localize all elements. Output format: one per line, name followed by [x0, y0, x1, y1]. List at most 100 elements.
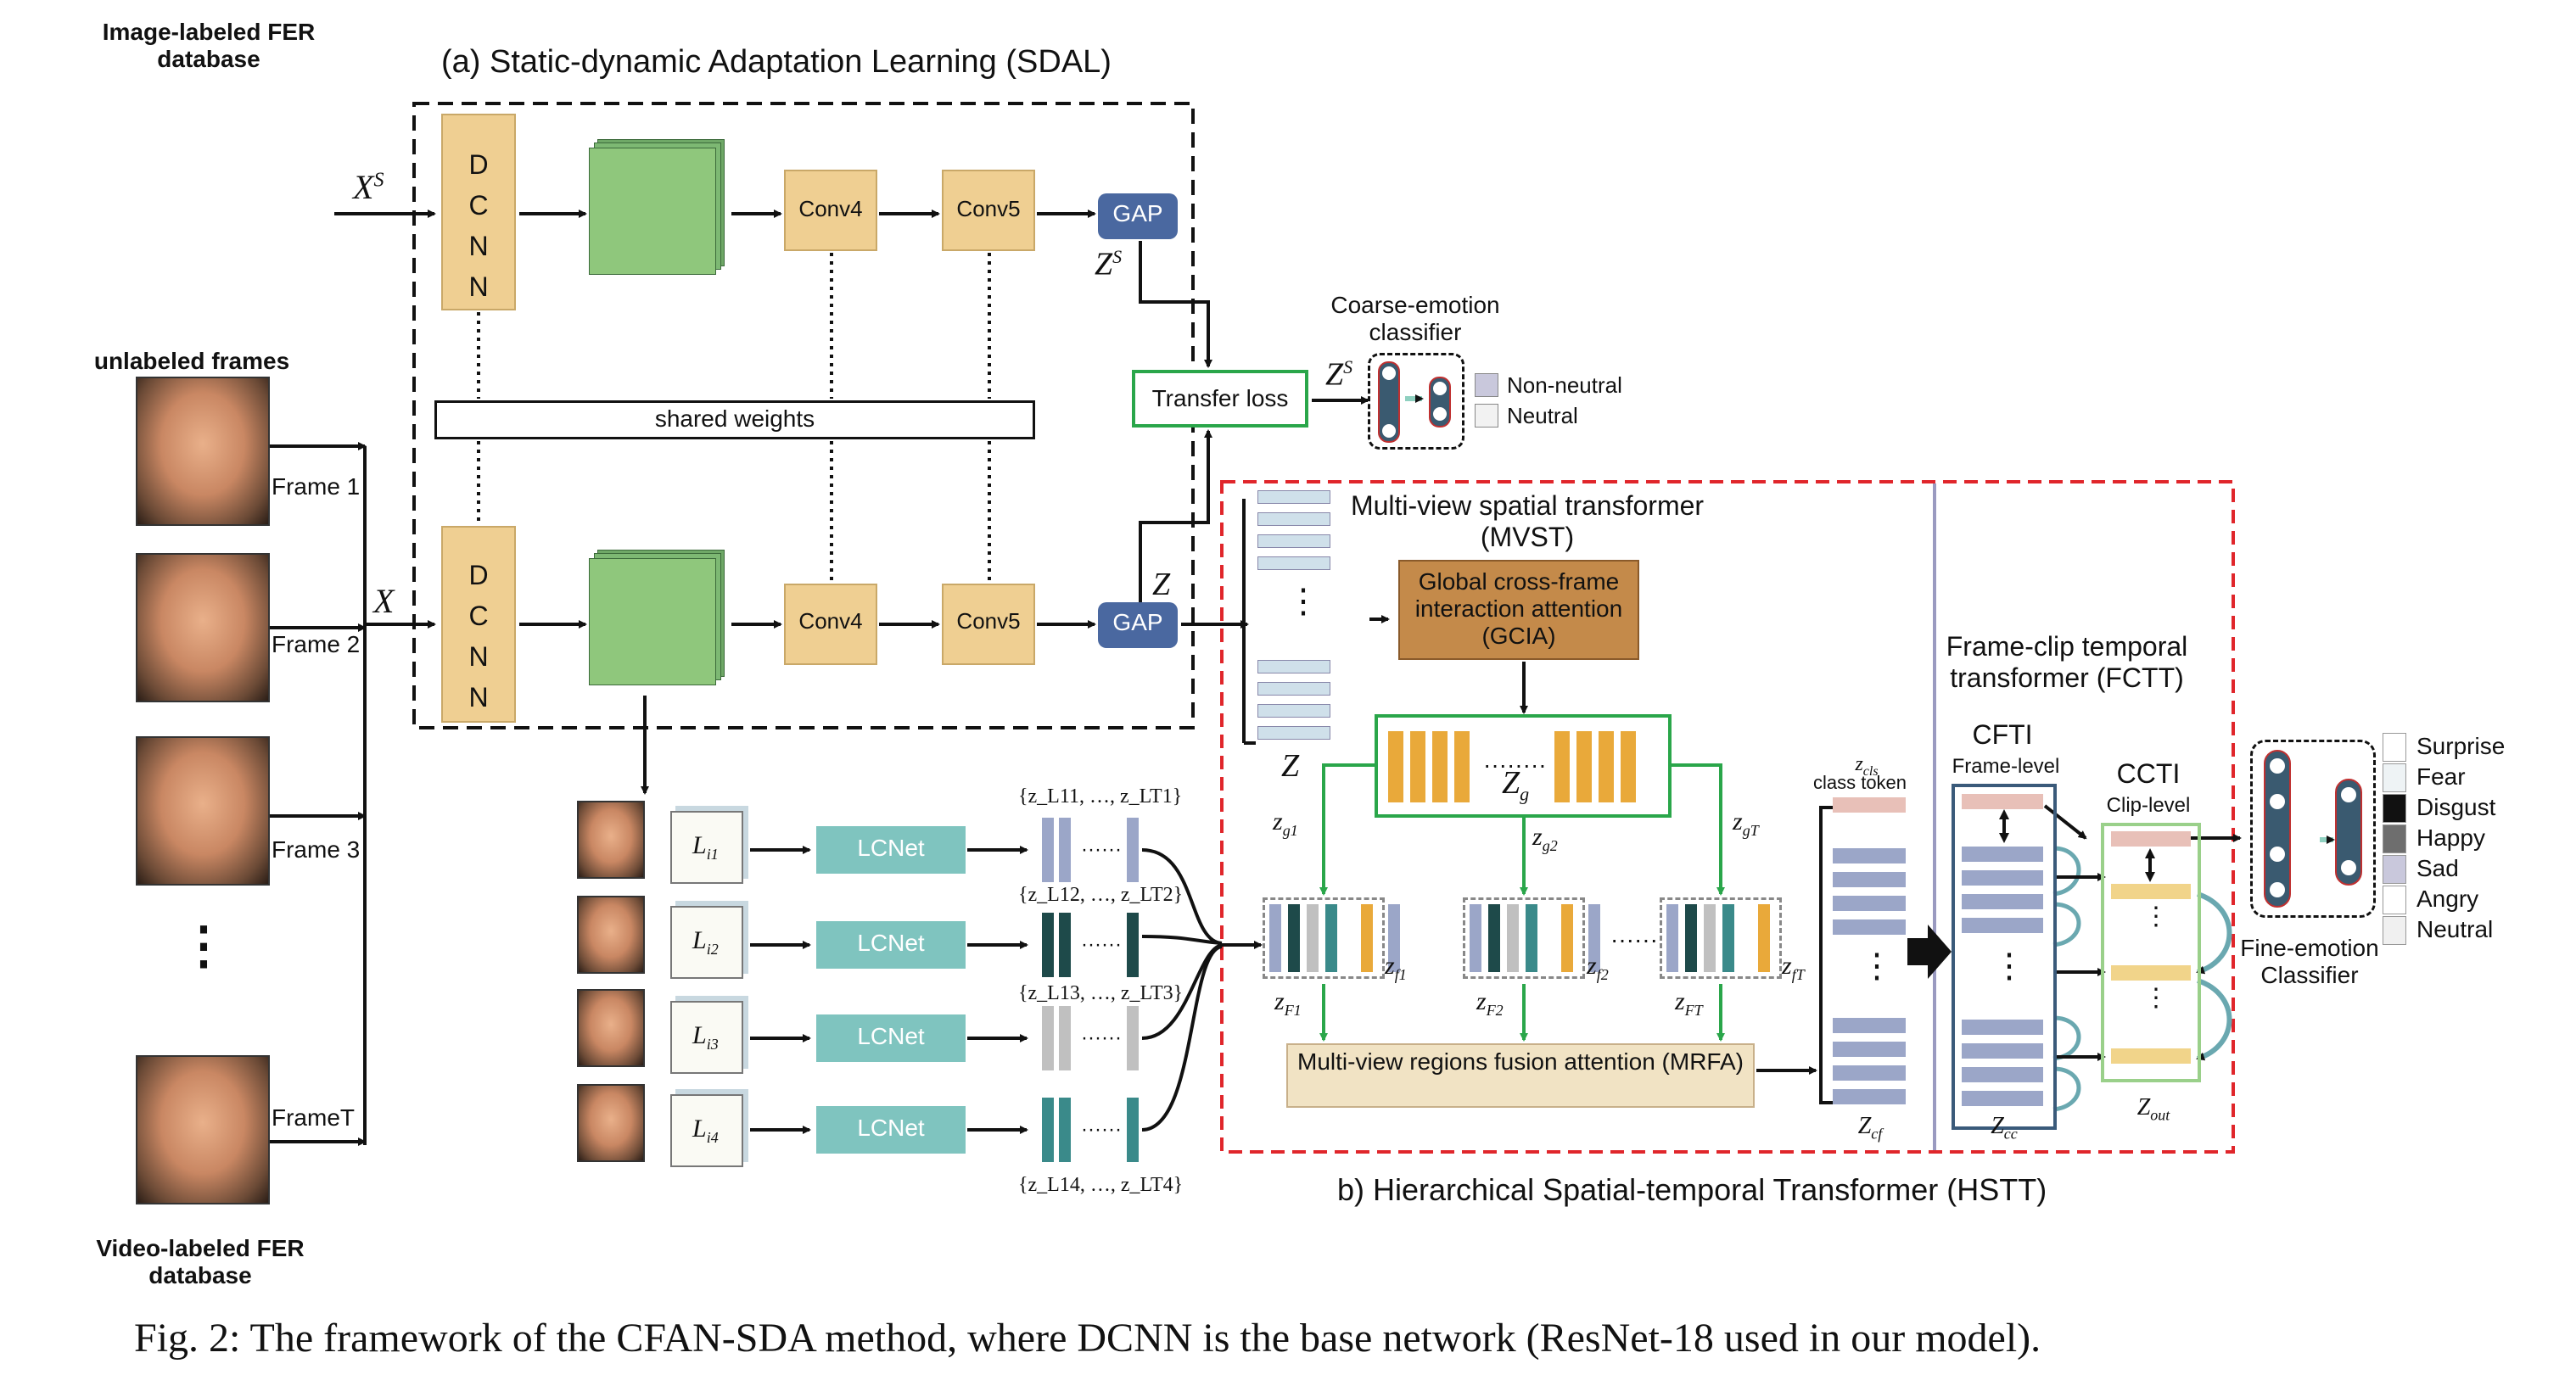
fine-net-in — [2264, 750, 2291, 908]
feature-map-bottom — [589, 550, 726, 689]
fused-group-1 — [1263, 897, 1385, 979]
x-label: X — [373, 582, 395, 620]
video-db-label: Video-labeled FER database — [96, 1235, 305, 1289]
clip-level-label: Clip-level — [2106, 794, 2191, 817]
transfer-loss-label: Transfer loss — [1151, 385, 1289, 411]
fine-classifier-box — [2250, 740, 2376, 918]
conv4-top-label: Conv4 — [798, 196, 863, 221]
sdal-region — [412, 102, 1195, 729]
node-icon — [2270, 758, 2285, 774]
node-icon — [1433, 407, 1447, 421]
fctt-label: Frame-clip temporal transformer (FCTT) — [1946, 631, 2188, 693]
lcnet-2 — [816, 921, 966, 969]
zf1-label: zf1 — [1385, 952, 1407, 983]
shared-weights-label: shared weights — [654, 405, 815, 432]
node-icon — [2341, 787, 2356, 802]
zg1-label: zg1 — [1273, 808, 1298, 839]
frame-label-3: Frame 3 — [272, 836, 361, 863]
lcnet-label-2: LCNet — [857, 930, 925, 956]
shared-weights-bar — [434, 400, 1035, 439]
lcnet-label-3: LCNet — [857, 1023, 925, 1049]
gap-top-label: GAP — [1112, 200, 1163, 226]
l-block-2 — [670, 906, 743, 979]
l-label-3: Li3 — [692, 1021, 719, 1053]
big-arrow — [1907, 925, 1952, 979]
hstt-title: b) Hierarchical Spatial-temporal Transfo… — [1337, 1172, 2047, 1207]
mrfa-box — [1286, 1043, 1755, 1108]
hstt-z-label: Z — [1281, 748, 1300, 784]
lcnet-label-4: LCNet — [857, 1115, 925, 1141]
frame-image-1 — [136, 377, 270, 526]
zF2-label: zF2 — [1476, 987, 1504, 1019]
frame-image-3 — [136, 736, 270, 886]
gcia-label: Global cross-frame interaction attention… — [1414, 568, 1623, 650]
local-set-2: {z_L12, …, z_LT2} — [1018, 884, 1184, 906]
dcnn-top — [441, 114, 516, 310]
zg-label: Zg — [1502, 765, 1530, 805]
frame-level-label: Frame-level — [1952, 755, 2060, 778]
legend-nonneutral: Non-neutral — [1507, 372, 1622, 398]
zout-label: Zout — [2136, 1094, 2170, 1124]
conv5-top — [942, 170, 1035, 251]
l-block-3 — [670, 1001, 743, 1074]
fine-legend-swatch — [2383, 916, 2406, 945]
conv4-top — [784, 170, 877, 251]
fine-legend-label: Sad — [2416, 855, 2459, 881]
gap-bottom-label: GAP — [1112, 609, 1163, 635]
ccti-label: CCTI — [2116, 758, 2181, 789]
node-icon — [1382, 424, 1396, 438]
l-label-4: Li4 — [692, 1115, 719, 1146]
l-block-4 — [670, 1094, 743, 1167]
zg2-label: zg2 — [1532, 823, 1558, 854]
zcc-label: Zcc — [1991, 1113, 2018, 1143]
fine-legend-label: Fear — [2416, 763, 2466, 790]
l-label-2: Li2 — [692, 926, 719, 958]
node-icon — [2270, 794, 2285, 809]
l-label-1: Li1 — [692, 831, 719, 863]
fused-group-t — [1660, 897, 1782, 979]
conv4-bottom — [784, 584, 877, 665]
frame-label-t: FrameT — [272, 1104, 355, 1131]
transfer-loss-box — [1132, 370, 1308, 428]
lcnet-label-1: LCNet — [857, 835, 925, 861]
mvst-token-stack: ⋮ — [1257, 490, 1369, 762]
frame-image-t — [136, 1055, 270, 1204]
dcnn-bottom-label: D C N N — [468, 560, 489, 713]
ccti-box — [2101, 823, 2201, 1082]
conv5-bottom — [942, 584, 1035, 665]
frame-label-2: Frame 2 — [272, 631, 361, 657]
fine-legend-swatch — [2383, 763, 2406, 792]
zFT-label: zFT — [1675, 987, 1703, 1019]
sdal-title: (a) Static-dynamic Adaptation Learning (… — [441, 44, 1112, 80]
lcnet-3 — [816, 1014, 966, 1062]
coarse-zs-label: ZS — [1325, 356, 1353, 393]
zf2-label: zf2 — [1587, 952, 1609, 983]
zfT-label: zfT — [1782, 952, 1805, 983]
l-block-1 — [670, 811, 743, 884]
lcnet-1 — [816, 826, 966, 874]
conv5-bottom-label: Conv5 — [956, 608, 1021, 634]
local-patch-1 — [577, 801, 645, 879]
conv5-top-label: Conv5 — [956, 196, 1021, 221]
dcnn-top-label: D C N N — [468, 149, 489, 302]
hstt-region — [1220, 480, 2235, 1154]
local-set-4: {z_L14, …, z_LT4} — [1018, 1174, 1184, 1196]
fine-legend-label: Neutral — [2416, 916, 2494, 942]
lcnet-4 — [816, 1106, 966, 1154]
fine-classifier-title: Fine-emotion Classifier — [2240, 935, 2379, 989]
image-db-label: Image-labeled FER database — [102, 19, 316, 73]
fine-legend-swatch — [2383, 855, 2406, 884]
gap-top — [1098, 193, 1178, 239]
node-icon — [2270, 847, 2285, 862]
zcf-label: Zcf — [1857, 1113, 1883, 1143]
image-face-grid — [95, 100, 331, 316]
fine-legend-label: Angry — [2416, 886, 2479, 912]
conv4-bottom-label: Conv4 — [798, 608, 863, 634]
figure-caption: Fig. 2: The framework of the CFAN-SDA me… — [134, 1316, 2041, 1361]
legend-swatch-neutral — [1475, 404, 1498, 428]
fine-legend-swatch — [2383, 824, 2406, 853]
local-patch-3 — [577, 989, 645, 1067]
gcia-box — [1398, 560, 1639, 660]
node-icon — [1433, 382, 1447, 395]
